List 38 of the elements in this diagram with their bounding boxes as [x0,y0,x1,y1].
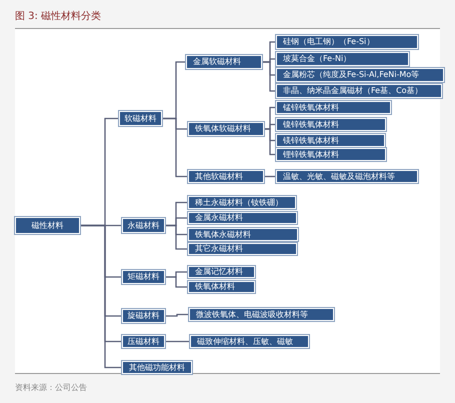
category-box: 温敏、光敏、磁敏及磁泡材料等 [276,170,418,183]
category-box: 硅钢（电工钢）（Fe-Si） [276,35,418,49]
category-box: 金属软磁材料 [186,55,262,69]
category-box: 其他磁功能材料 [122,361,192,374]
category-box: 金属粉芯（纯度及Fe-Si-Al,FeNi-Mo等 [276,68,444,82]
connector-line [264,128,276,156]
source-note: 资料来源：公司公告 [15,382,87,393]
category-box: 微波铁氧体、电磁波吸收材料等 [189,308,334,321]
category-box: 磁致伸缩材料、压敏、磁敏 [190,335,309,348]
connector-line [165,276,188,288]
category-box: 稀土永磁材料（钕铁硼） [188,196,296,209]
category-box: 铁氧体材料 [188,281,255,293]
category-box: 永磁材料 [122,218,165,233]
category-box: 铁氧体软磁材料 [188,122,264,136]
category-box: 锰锌铁氧体材料 [276,101,391,114]
category-box: 软磁材料 [119,111,162,126]
category-box: 旋磁材料 [122,309,165,323]
connector-line [165,314,189,317]
category-box: 镁锌铁氧体材料 [276,134,385,147]
category-box: 矩磁材料 [122,270,165,284]
connector-line [165,224,188,250]
category-box: 其它永磁材料 [188,243,297,255]
figure-title: 图 3: 磁性材料分类 [15,10,102,23]
category-box: 其他软磁材料 [188,170,264,183]
category-box: 压磁材料 [122,335,165,348]
category-box: 金属记忆材料 [188,266,255,278]
connector-line [162,118,188,178]
connector-line [165,340,190,342]
connector-line [80,224,122,368]
category-box: 金属永磁材料 [188,212,297,224]
connector-line [264,176,276,178]
connector-line [262,61,276,92]
category-box: 坡莫合金（Fe-Ni） [276,52,409,66]
category-box: 铁氧体永磁材料 [188,228,298,241]
category-box: 镍锌铁氧体材料 [276,118,386,131]
category-box: 锂锌铁氧体材料 [276,148,386,161]
category-box: 磁性材料 [15,217,80,234]
category-box: 非晶、纳米晶金属磁材（Fe基、Co基） [276,84,442,98]
